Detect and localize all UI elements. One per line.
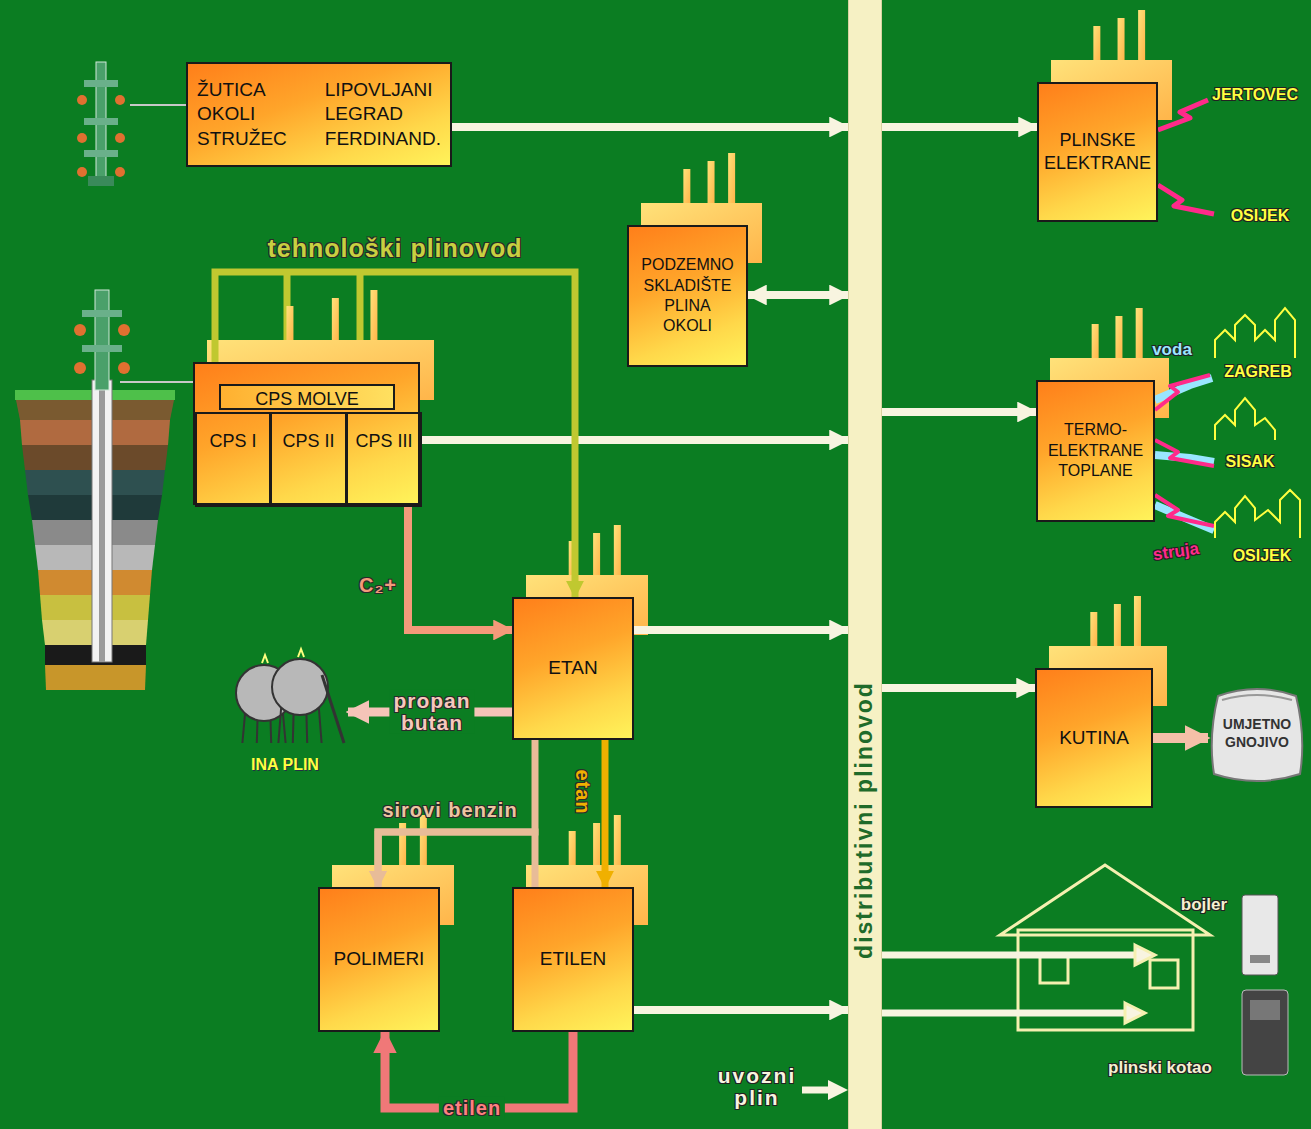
city-silhouettes bbox=[1215, 308, 1300, 538]
flow-arrow bbox=[634, 1006, 848, 1014]
node-label: distributivni plinovod bbox=[850, 681, 879, 959]
device-name: plinski kotao bbox=[1108, 1058, 1212, 1078]
node-label: TERMO- ELEKTRANE TOPLANE bbox=[1048, 420, 1143, 481]
device-name: bojler bbox=[1181, 895, 1227, 915]
flow-label: propan butan bbox=[389, 690, 474, 734]
power-plant-box: PLINSKE ELEKTRANE bbox=[1037, 82, 1158, 222]
gas-field-list: ŽUTICA OKOLI STRUŽEC LIPOVLJANI LEGRAD FE… bbox=[186, 62, 452, 167]
fertilizer-sack: UMJETNO GNOJIVO bbox=[1208, 682, 1306, 786]
gas-boiler-icon bbox=[1242, 990, 1288, 1075]
import-label: uvozni plin bbox=[718, 1065, 797, 1109]
cps-unit: CPS II bbox=[270, 412, 347, 507]
node-label: KUTINA bbox=[1059, 726, 1129, 750]
polymer-plant-box: POLIMERI bbox=[318, 887, 440, 1032]
flow-arrow bbox=[378, 832, 535, 887]
city-name: JERTOVEC bbox=[1212, 86, 1298, 104]
node-label: PODZEMNO SKLADIŠTE PLINA OKOLI bbox=[641, 255, 733, 337]
power-lines bbox=[1155, 100, 1214, 530]
house-icon bbox=[880, 865, 1210, 1030]
kutina-plant-box: KUTINA bbox=[1035, 668, 1153, 808]
flow-note: struja bbox=[1152, 539, 1201, 565]
boiler-icon bbox=[1242, 895, 1278, 975]
city-name: OSIJEK bbox=[1231, 207, 1290, 225]
node-label: ETAN bbox=[548, 656, 597, 680]
thermal-plant-box: TERMO- ELEKTRANE TOPLANE bbox=[1036, 380, 1155, 522]
flow-arrow bbox=[748, 291, 848, 299]
flow-arrow bbox=[882, 684, 1035, 692]
city-name: SISAK bbox=[1226, 453, 1275, 471]
station-header: CPS MOLVE bbox=[219, 384, 395, 410]
lpg-tank: INA PLIN bbox=[222, 635, 348, 775]
flow-arrow bbox=[378, 740, 535, 887]
node-label: ŽUTICA OKOLI STRUŽEC bbox=[197, 78, 287, 151]
node-label: ETILEN bbox=[540, 947, 607, 971]
flow-arrow bbox=[602, 740, 609, 887]
ethane-plant-box: ETAN bbox=[512, 597, 634, 740]
cps-unit: CPS III bbox=[346, 412, 422, 507]
node-label: CPS III bbox=[355, 430, 412, 453]
city-name: OSIJEK bbox=[1233, 547, 1292, 565]
import-arrow bbox=[802, 1080, 848, 1100]
wellhead-icon bbox=[77, 62, 186, 186]
storage-box: PODZEMNO SKLADIŠTE PLINA OKOLI bbox=[627, 225, 748, 367]
node-label: CPS II bbox=[282, 430, 334, 453]
city-name: ZAGREB bbox=[1224, 363, 1292, 381]
node-label: POLIMERI bbox=[334, 947, 425, 971]
node-label: INA PLIN bbox=[251, 755, 319, 775]
node-label: UMJETNO GNOJIVO bbox=[1223, 716, 1291, 752]
flow-arrow bbox=[1153, 733, 1208, 743]
flow-arrow bbox=[420, 436, 848, 444]
flow-label: etan bbox=[571, 769, 594, 814]
pipeline-band: distributivni plinovod bbox=[848, 0, 882, 1129]
flow-arrow bbox=[408, 505, 512, 630]
cps-station: CPS MOLVE CPS I CPS II CPS III bbox=[193, 362, 420, 505]
node-label: CPS I bbox=[209, 430, 256, 453]
cps-unit: CPS I bbox=[195, 412, 271, 507]
flow-note: voda bbox=[1152, 340, 1192, 360]
node-label: PLINSKE ELEKTRANE bbox=[1044, 129, 1151, 175]
tank-icon bbox=[222, 635, 348, 747]
flow-arrow bbox=[452, 123, 848, 131]
flow-arrow bbox=[882, 123, 1037, 131]
flow-label: tehnološki plinovod bbox=[267, 234, 522, 263]
well-cross-section bbox=[15, 290, 193, 690]
flow-label: sirovi benzin bbox=[382, 799, 517, 822]
flow-arrow bbox=[634, 626, 848, 634]
flow-label: C₂+ bbox=[359, 574, 397, 597]
flow-label: etilen bbox=[439, 1097, 505, 1120]
flow-arrow bbox=[882, 408, 1036, 416]
ethylene-plant-box: ETILEN bbox=[512, 887, 634, 1032]
node-label: LIPOVLJANI LEGRAD FERDINAND. bbox=[325, 78, 441, 151]
